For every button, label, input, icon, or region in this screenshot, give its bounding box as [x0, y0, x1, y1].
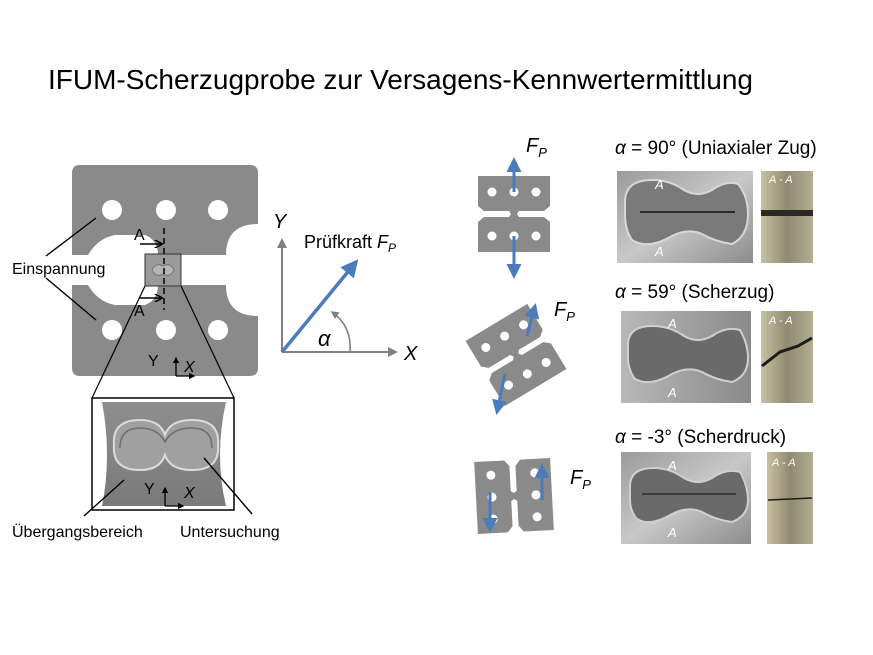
clamp-hole — [208, 320, 228, 340]
investigation-leader — [203, 457, 253, 515]
detail-axis-x: X — [183, 485, 196, 502]
test-force-label: Prüfkraft FP — [304, 232, 396, 255]
case-label-minus-3: α = -3° (Scherdruck) — [615, 427, 786, 448]
specimen-axis-x: X — [183, 359, 196, 376]
clamp-hole — [156, 200, 176, 220]
case-minus-3-mark-bottom: A — [667, 525, 677, 540]
orientation-59: FP — [465, 299, 575, 415]
case-59-mark-top: A — [667, 316, 677, 331]
section-mark-top: A — [134, 227, 145, 244]
case-90-section-label: A - A — [768, 174, 793, 186]
orientation-90: FP — [478, 135, 550, 279]
case-59-shear-tension: α = 59° (Scherzug) A A A - A — [615, 282, 813, 403]
transition-label: Übergangsbereich — [12, 523, 143, 541]
clamp-hole — [208, 200, 228, 220]
section-mark-bottom: A — [134, 303, 145, 320]
case-90-mark-bottom: A — [654, 244, 664, 259]
case-90-mark-top: A — [654, 177, 664, 192]
test-force-arrow — [280, 259, 359, 354]
clamp-hole — [102, 320, 122, 340]
force-label-90: FP — [526, 135, 547, 160]
page-title: IFUM-Scherzugprobe zur Versagens-Kennwer… — [48, 64, 753, 95]
angle-arc — [330, 311, 351, 353]
clamping-leader-top — [45, 217, 97, 257]
clamp-hole — [102, 200, 122, 220]
specimen-axis-y: Y — [148, 353, 159, 370]
force-label-minus-3: FP — [570, 467, 591, 492]
case-minus-3-section-label: A - A — [771, 457, 796, 469]
clamping-label: Einspannung — [12, 261, 105, 278]
case-minus-3-mark-top: A — [667, 458, 677, 473]
investigation-label: Untersuchung — [180, 524, 280, 541]
case-label-90: α = 90° (Uniaxialer Zug) — [615, 138, 817, 159]
detail-axis-y: Y — [144, 481, 155, 498]
angle-alpha: α — [318, 326, 332, 351]
case-90-uniaxial: α = 90° (Uniaxialer Zug) A A A - A — [615, 138, 817, 263]
gauge-detail-view: Y X — [91, 397, 235, 511]
orientation-minus-3: FP — [474, 458, 591, 534]
clamping-leader-bottom — [45, 277, 97, 321]
case-59-section-label: A - A — [768, 315, 793, 327]
case-minus-3-shear-compression: α = -3° (Scherdruck) A A A - A — [615, 427, 813, 544]
specimen-drawing: A A Y X Einspannung Y X Übergangsbereich… — [12, 165, 280, 541]
axis-y-label: Y — [273, 211, 288, 233]
case-label-59: α = 59° (Scherzug) — [615, 282, 774, 303]
force-diagram: Y X α Prüfkraft FP — [273, 211, 418, 365]
axis-x-label: X — [403, 343, 418, 365]
force-label-59: FP — [554, 299, 575, 324]
clamp-hole — [156, 320, 176, 340]
transition-leader — [83, 479, 125, 517]
case-59-mark-bottom: A — [667, 385, 677, 400]
